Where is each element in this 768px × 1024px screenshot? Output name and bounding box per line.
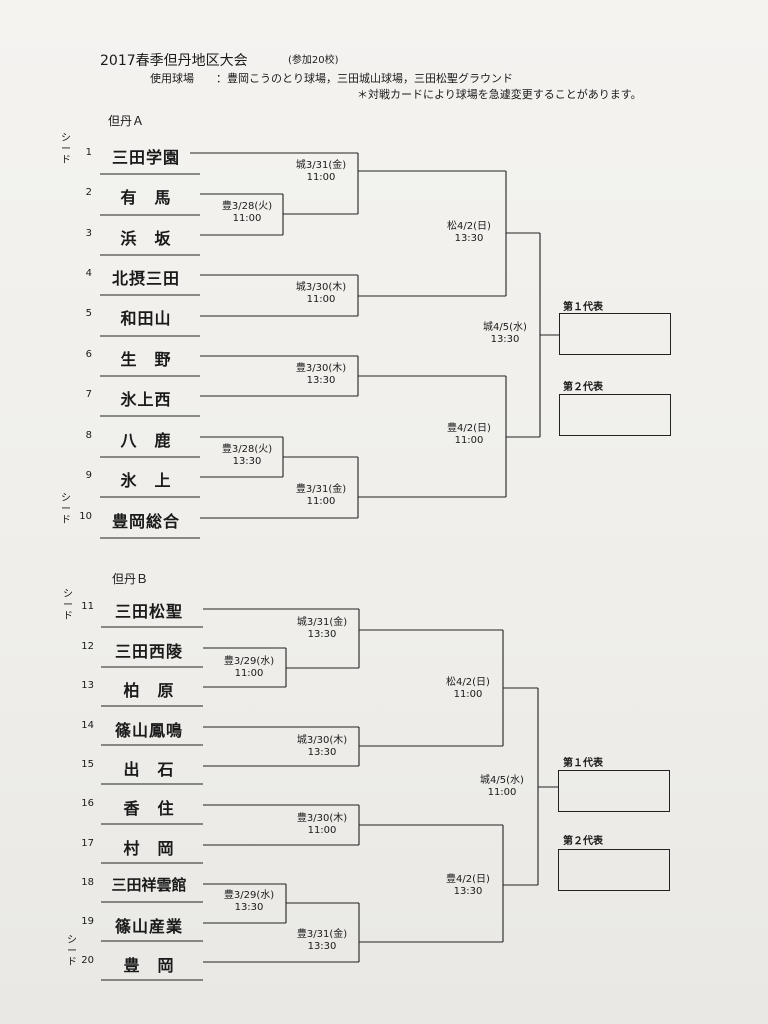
team-number: 9 — [85, 470, 92, 481]
team-number: 5 — [85, 308, 92, 319]
team-name: 篠山産業 — [114, 917, 183, 936]
venues-line: 使用球場 ：豊岡こうのとり球場，三田城山球場，三田松聖グラウンド — [150, 72, 513, 85]
team-name: 氷 上 — [120, 471, 172, 490]
block-a-rep2-label: 第２代表 — [563, 382, 603, 393]
block-b-rep1-box — [558, 770, 670, 812]
team-name: 八 鹿 — [120, 431, 172, 450]
match-label: 城3/30(木)13:30 — [296, 735, 348, 758]
seed-mark-b11: シード — [63, 589, 73, 622]
team-name: 和田山 — [120, 309, 172, 328]
match-label: 豊3/29(水)11:00 — [223, 656, 275, 679]
match-label: 豊3/28(火)13:30 — [221, 444, 273, 467]
tournament-title: 2017春季但丹地区大会 — [100, 53, 248, 69]
team-name: 有 馬 — [120, 188, 172, 207]
team-name: 柏 原 — [123, 681, 175, 700]
block-b-label: 但丹Ｂ — [112, 572, 149, 586]
team-name: 豊岡総合 — [111, 512, 180, 531]
match-label: 豊3/29(水)13:30 — [223, 890, 275, 913]
match-label: 豊3/30(木)11:00 — [296, 813, 348, 836]
block-a-rep1-box — [559, 313, 671, 355]
team-number: 12 — [81, 641, 94, 652]
team-number: 1 — [85, 147, 92, 158]
match-label: 豊3/31(金)11:00 — [295, 484, 347, 507]
team-number: 15 — [81, 759, 94, 770]
match-label: 豊3/28(火)11:00 — [221, 201, 273, 224]
team-name: 三田学園 — [111, 148, 180, 167]
match-label: 城4/5(水)13:30 — [483, 322, 527, 345]
match-label: 松4/2(日)11:00 — [446, 677, 490, 700]
seed-mark-b20: シード — [67, 935, 77, 968]
match-label: 城3/31(金)11:00 — [295, 160, 347, 183]
seed-mark-a10: シード — [61, 493, 71, 526]
team-number: 11 — [81, 601, 94, 612]
match-label: 豊3/31(金)13:30 — [296, 929, 348, 952]
team-number: 16 — [81, 798, 94, 809]
block-a-label: 但丹Ａ — [108, 114, 145, 128]
team-number: 2 — [85, 187, 92, 198]
team-name: 三田松聖 — [114, 602, 183, 621]
team-number: 17 — [81, 838, 94, 849]
team-number: 8 — [85, 430, 92, 441]
team-number: 4 — [85, 268, 92, 279]
team-name: 三田西陵 — [114, 642, 183, 661]
team-number: 3 — [85, 228, 92, 239]
block-a-bracket — [100, 152, 559, 539]
participant-count: (参加20校) — [288, 55, 339, 66]
team-name: 浜 坂 — [120, 229, 172, 248]
team-number: 10 — [79, 511, 92, 522]
block-b-bracket — [101, 608, 558, 981]
team-number: 18 — [81, 877, 94, 888]
match-label: 豊4/2(日)11:00 — [447, 423, 491, 446]
team-name: 三田祥雲館 — [111, 876, 187, 894]
match-label: 城3/30(木)11:00 — [295, 282, 347, 305]
venue-change-note: ＊対戦カードにより球場を急遽変更することがあります。 — [357, 88, 642, 101]
team-name: 氷上西 — [120, 390, 172, 409]
team-number: 20 — [81, 955, 94, 966]
match-label: 城4/5(水)11:00 — [480, 775, 524, 798]
team-name: 北摂三田 — [111, 269, 180, 288]
block-a-rep1-label: 第１代表 — [563, 302, 603, 313]
match-label: 豊3/30(木)13:30 — [295, 363, 347, 386]
team-name: 生 野 — [120, 350, 172, 369]
block-b-rep2-box — [558, 849, 670, 891]
team-name: 村 岡 — [123, 839, 175, 858]
team-number: 6 — [85, 349, 92, 360]
match-label: 松4/2(日)13:30 — [447, 221, 491, 244]
team-number: 19 — [81, 916, 94, 927]
team-name: 豊 岡 — [123, 956, 175, 975]
block-b-rep2-label: 第２代表 — [563, 836, 603, 847]
team-name: 出 石 — [123, 760, 175, 779]
team-number: 14 — [81, 720, 94, 731]
team-number: 7 — [85, 389, 92, 400]
seed-mark-a1: シード — [61, 133, 71, 166]
block-a-rep2-box — [559, 394, 671, 436]
team-name: 篠山鳳鳴 — [114, 721, 183, 740]
match-label: 豊4/2(日)13:30 — [446, 874, 490, 897]
team-number: 13 — [81, 680, 94, 691]
block-b-rep1-label: 第１代表 — [563, 758, 603, 769]
team-name: 香 住 — [123, 799, 175, 818]
match-label: 城3/31(金)13:30 — [296, 617, 348, 640]
